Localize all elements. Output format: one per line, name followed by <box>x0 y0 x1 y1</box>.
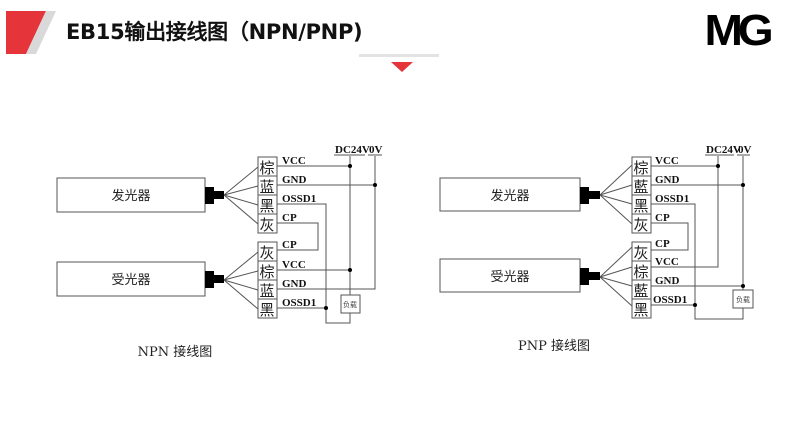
page-title: EB15输出接线图（NPN/PNP) <box>66 20 363 44</box>
pnp-receiver-signal: VCC <box>655 256 679 268</box>
npn-emitter-wire-color: 黑 <box>259 197 274 215</box>
pnp-caption: PNP 接线图 <box>518 338 590 354</box>
npn-emitter-label: 发光器 <box>111 188 150 204</box>
pnp-emitter-signal: GND <box>655 174 680 186</box>
npn-emitter-box <box>56 177 206 213</box>
npn-load-label: 负载 <box>343 300 357 309</box>
npn-emitter-signal: VCC <box>282 155 306 167</box>
pnp-emitter-box <box>439 177 581 212</box>
header-divider-line <box>359 54 439 57</box>
npn-supply-negative: 0V <box>369 144 383 156</box>
header-decoration <box>6 11 439 72</box>
pnp-emitter-signal: CP <box>655 212 670 224</box>
pnp-receiver-signal: CP <box>655 238 670 250</box>
npn-emitter-wire-color: 灰 <box>259 216 274 234</box>
red-triangle-icon <box>391 62 413 72</box>
pnp-load-box <box>732 289 754 309</box>
npn-emitter-signal: OSSD1 <box>282 193 316 205</box>
pnp-emitter-wire-color: 棕 <box>633 159 648 177</box>
npn-receiver-signal: OSSD1 <box>282 297 316 309</box>
npn-receiver-wire-color: 蓝 <box>259 282 274 300</box>
npn-emitter-wire-color: 蓝 <box>259 178 274 196</box>
npn-receiver-signal: CP <box>282 239 297 251</box>
red-banner-shape <box>6 11 46 54</box>
mg-logo: MG <box>704 6 773 55</box>
npn-receiver-label: 受光器 <box>111 273 150 288</box>
pnp-receiver-label: 受光器 <box>490 270 529 285</box>
pnp-load-label: 负载 <box>736 295 750 304</box>
npn-emitter-signal: GND <box>282 174 307 186</box>
pnp-receiver-wire-color: 灰 <box>633 244 648 262</box>
gray-banner-stripe <box>26 11 56 54</box>
pnp-supply-negative: 0V <box>738 144 752 156</box>
npn-receiver-signal: GND <box>282 278 307 290</box>
pnp-emitter-wire-color: 灰 <box>633 216 648 234</box>
pnp-emitter-label: 发光器 <box>490 188 529 204</box>
pnp-supply-positive: DC24V <box>706 144 741 156</box>
pnp-emitter-wire-color: 藍 <box>633 178 648 196</box>
pnp-receiver-signal: OSSD1 <box>653 294 687 306</box>
npn-emitter-wire-color: 棕 <box>259 159 274 177</box>
pnp-emitter-wire-color: 黑 <box>633 197 648 215</box>
pnp-receiver-box <box>439 258 581 293</box>
pnp-receiver-signal: GND <box>655 275 680 287</box>
npn-receiver-wire-color: 棕 <box>259 263 274 281</box>
pnp-receiver-wire-color: 藍 <box>633 282 648 300</box>
pnp-emitter-signal: VCC <box>655 155 679 167</box>
npn-receiver-signal: VCC <box>282 259 306 271</box>
pnp-receiver-wire-color: 棕 <box>633 263 648 281</box>
pnp-emitter-signal: OSSD1 <box>655 193 689 205</box>
npn-caption: NPN 接线图 <box>138 344 213 360</box>
npn-supply-positive: DC24V <box>335 144 370 156</box>
pnp-receiver-wire-color: 黑 <box>633 301 648 319</box>
npn-receiver-wire-color: 灰 <box>259 244 274 262</box>
npn-load-box <box>340 294 361 314</box>
npn-emitter-signal: CP <box>282 212 297 224</box>
npn-receiver-wire-color: 黑 <box>259 301 274 319</box>
